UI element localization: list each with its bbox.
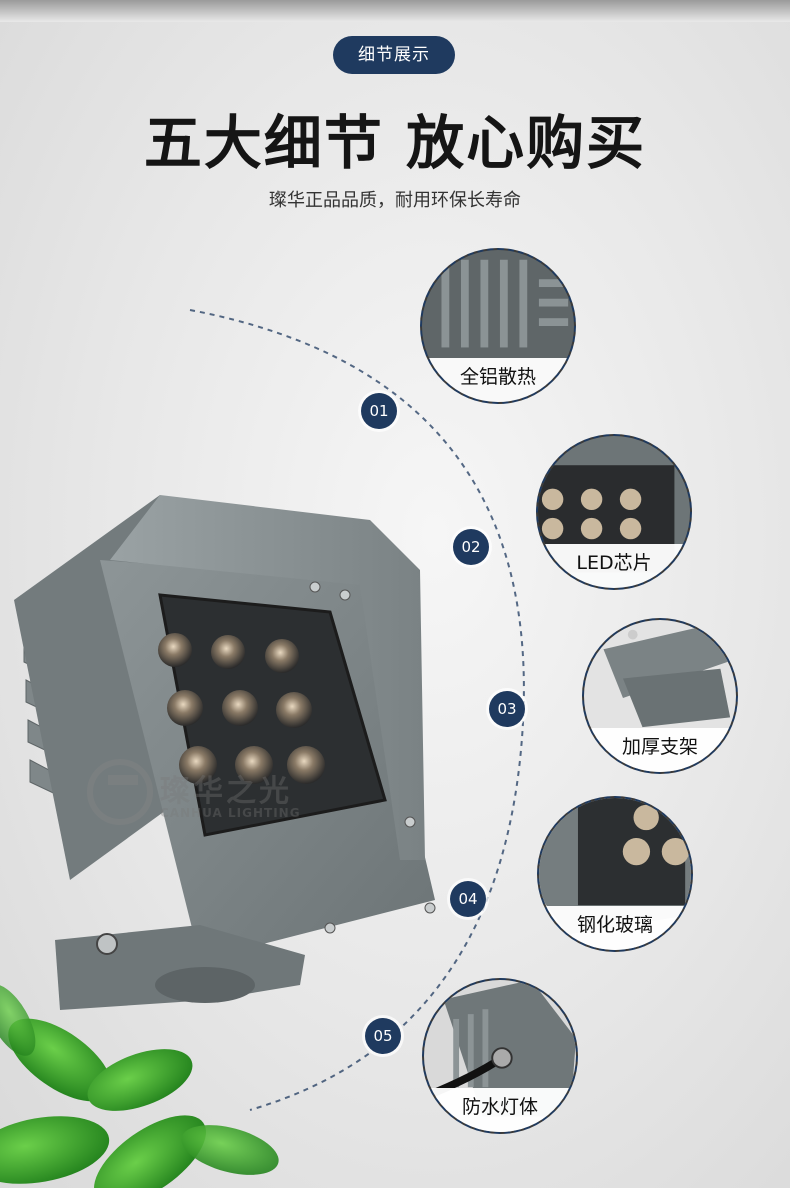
marker-02: 02 — [453, 529, 489, 565]
leaf-decoration — [0, 984, 279, 1188]
top-gradient-bar — [0, 0, 790, 22]
watermark-logo — [87, 759, 153, 825]
detail-label: 加厚支架 — [584, 728, 736, 772]
detail-led-chip: LED芯片 — [536, 434, 692, 590]
marker-03: 03 — [489, 691, 525, 727]
detail-waterproof: 防水灯体 — [422, 978, 578, 1134]
detail-bracket: 加厚支架 — [582, 618, 738, 774]
detail-label: 防水灯体 — [424, 1088, 576, 1132]
marker-01: 01 — [361, 393, 397, 429]
watermark-subtext: CANHUA LIGHTING — [160, 806, 301, 820]
led-lenses — [158, 633, 325, 784]
bracket-base — [155, 967, 255, 1003]
detail-heatsink: 全铝散热 — [420, 248, 576, 404]
marker-05: 05 — [365, 1018, 401, 1054]
detail-glass: 钢化玻璃 — [537, 796, 693, 952]
detail-label: 全铝散热 — [422, 358, 574, 402]
section-badge: 细节展示 — [333, 36, 455, 74]
detail-label: 钢化玻璃 — [539, 906, 691, 950]
marker-04: 04 — [450, 881, 486, 917]
page-title: 五大细节 放心购买 — [143, 109, 647, 177]
detail-label: LED芯片 — [538, 544, 690, 588]
watermark-text: 璨华之光 — [160, 774, 292, 809]
sun-hood — [110, 495, 425, 860]
page-subtitle: 璨华正品品质，耐用环保长寿命 — [269, 190, 521, 211]
